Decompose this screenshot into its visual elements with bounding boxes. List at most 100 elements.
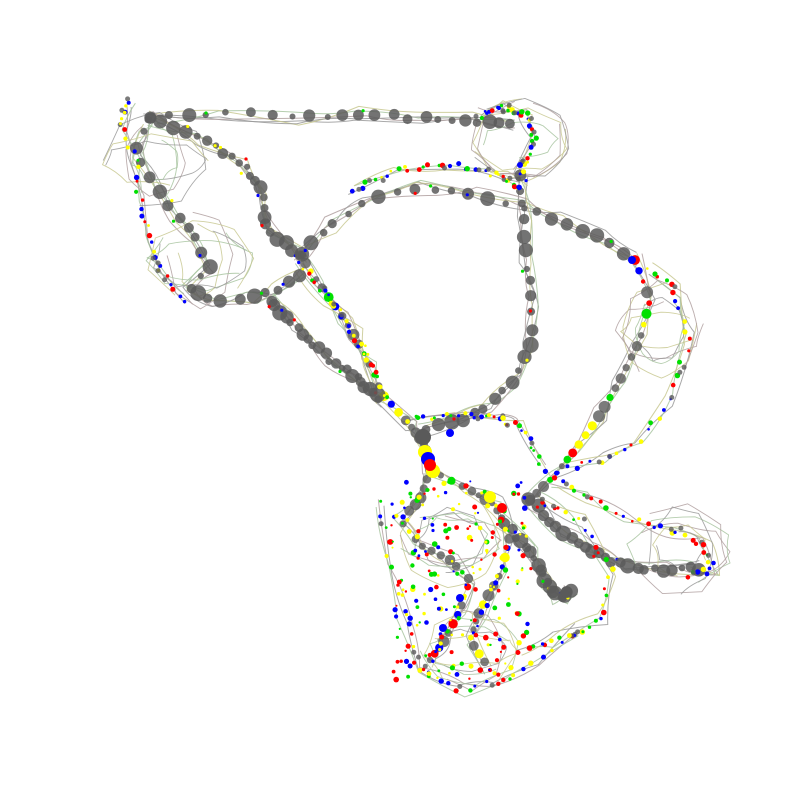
graph-edge: [428, 176, 537, 437]
graph-node: [467, 486, 477, 496]
graph-node: [411, 644, 416, 649]
graph-node: [470, 626, 477, 633]
graph-node: [648, 420, 653, 426]
graph-node: [507, 597, 510, 600]
graph-edge: [429, 625, 509, 675]
graph-node: [489, 682, 495, 688]
graph-edge: [105, 140, 207, 180]
graph-node: [396, 166, 402, 172]
graph-node: [358, 199, 366, 208]
graph-node: [416, 654, 421, 660]
graph-node: [476, 624, 479, 628]
graph-node: [484, 540, 488, 544]
graph-node: [470, 619, 473, 622]
graph-node: [202, 259, 218, 275]
graph-node: [700, 566, 707, 572]
graph-edge: [125, 126, 186, 197]
graph-node: [601, 609, 607, 616]
graph-node: [489, 108, 495, 113]
graph-node: [422, 663, 428, 669]
graph-node: [532, 488, 542, 498]
graph-node: [331, 358, 342, 369]
graph-node: [431, 541, 438, 547]
graph-node: [433, 597, 438, 601]
graph-node: [614, 511, 618, 515]
graph-node: [405, 419, 410, 424]
graph-node: [520, 633, 527, 639]
graph-node: [505, 118, 515, 129]
graph-node: [550, 648, 554, 653]
graph-node: [646, 300, 653, 306]
graph-node: [415, 605, 420, 609]
graph-node: [468, 525, 471, 528]
graph-node: [486, 643, 490, 647]
graph-node: [488, 668, 491, 671]
graph-node: [327, 293, 330, 297]
graph-node: [125, 96, 131, 102]
graph-node: [273, 285, 283, 295]
graph-node: [432, 487, 436, 491]
graph-node: [475, 416, 481, 422]
graph-node: [540, 642, 545, 646]
graph-node: [524, 534, 528, 538]
graph-node: [407, 663, 413, 669]
graph-node: [162, 277, 168, 283]
graph-node: [140, 127, 148, 135]
graph-node: [378, 384, 383, 390]
graph-node: [459, 661, 464, 666]
graph-edge: [131, 139, 179, 181]
graph-node: [122, 110, 127, 115]
graph-node: [463, 573, 474, 584]
graph-edge: [354, 164, 524, 191]
graph-edge: [521, 495, 617, 656]
graph-node: [581, 431, 590, 440]
graph-node: [476, 511, 480, 514]
graph-node: [179, 125, 193, 139]
graph-node: [695, 569, 701, 575]
graph-node: [446, 681, 451, 686]
graph-edge: [400, 512, 500, 567]
graph-node: [494, 503, 498, 508]
graph-edge: [557, 486, 721, 576]
graph-node: [472, 416, 476, 420]
graph-node: [520, 568, 524, 572]
graph-node: [525, 275, 536, 285]
graph-node: [640, 279, 646, 284]
graph-node: [405, 613, 409, 617]
graph-node: [482, 589, 495, 602]
graph-node: [525, 621, 530, 627]
graph-node: [494, 658, 500, 663]
graph-node: [615, 373, 626, 384]
graph-node: [403, 609, 408, 614]
graph-node: [388, 108, 400, 120]
graph-node: [411, 649, 417, 655]
graph-node: [596, 551, 600, 555]
graph-node: [346, 329, 352, 334]
graph-node: [485, 548, 489, 553]
graph-node: [447, 163, 453, 169]
graph-node: [472, 118, 482, 127]
graph-node: [178, 294, 183, 299]
graph-node: [474, 522, 478, 526]
graph-node: [460, 633, 465, 637]
graph-node: [244, 163, 251, 170]
graph-node: [417, 554, 421, 558]
graph-node: [637, 517, 642, 522]
graph-node: [307, 271, 312, 276]
graph-node: [506, 102, 512, 108]
graph-node: [524, 629, 530, 636]
graph-node: [525, 156, 530, 161]
graph-node: [387, 539, 394, 545]
graph-node: [520, 429, 523, 432]
graph-node: [425, 488, 430, 492]
graph-node: [280, 308, 284, 312]
graph-node: [480, 191, 495, 207]
graph-node: [606, 575, 610, 579]
graph-node: [480, 657, 489, 667]
graph-node: [676, 306, 680, 310]
graph-node: [162, 200, 174, 212]
graph-node: [528, 116, 534, 121]
graph-node: [477, 667, 484, 673]
graph-node: [588, 459, 592, 463]
graph-node: [401, 588, 405, 591]
